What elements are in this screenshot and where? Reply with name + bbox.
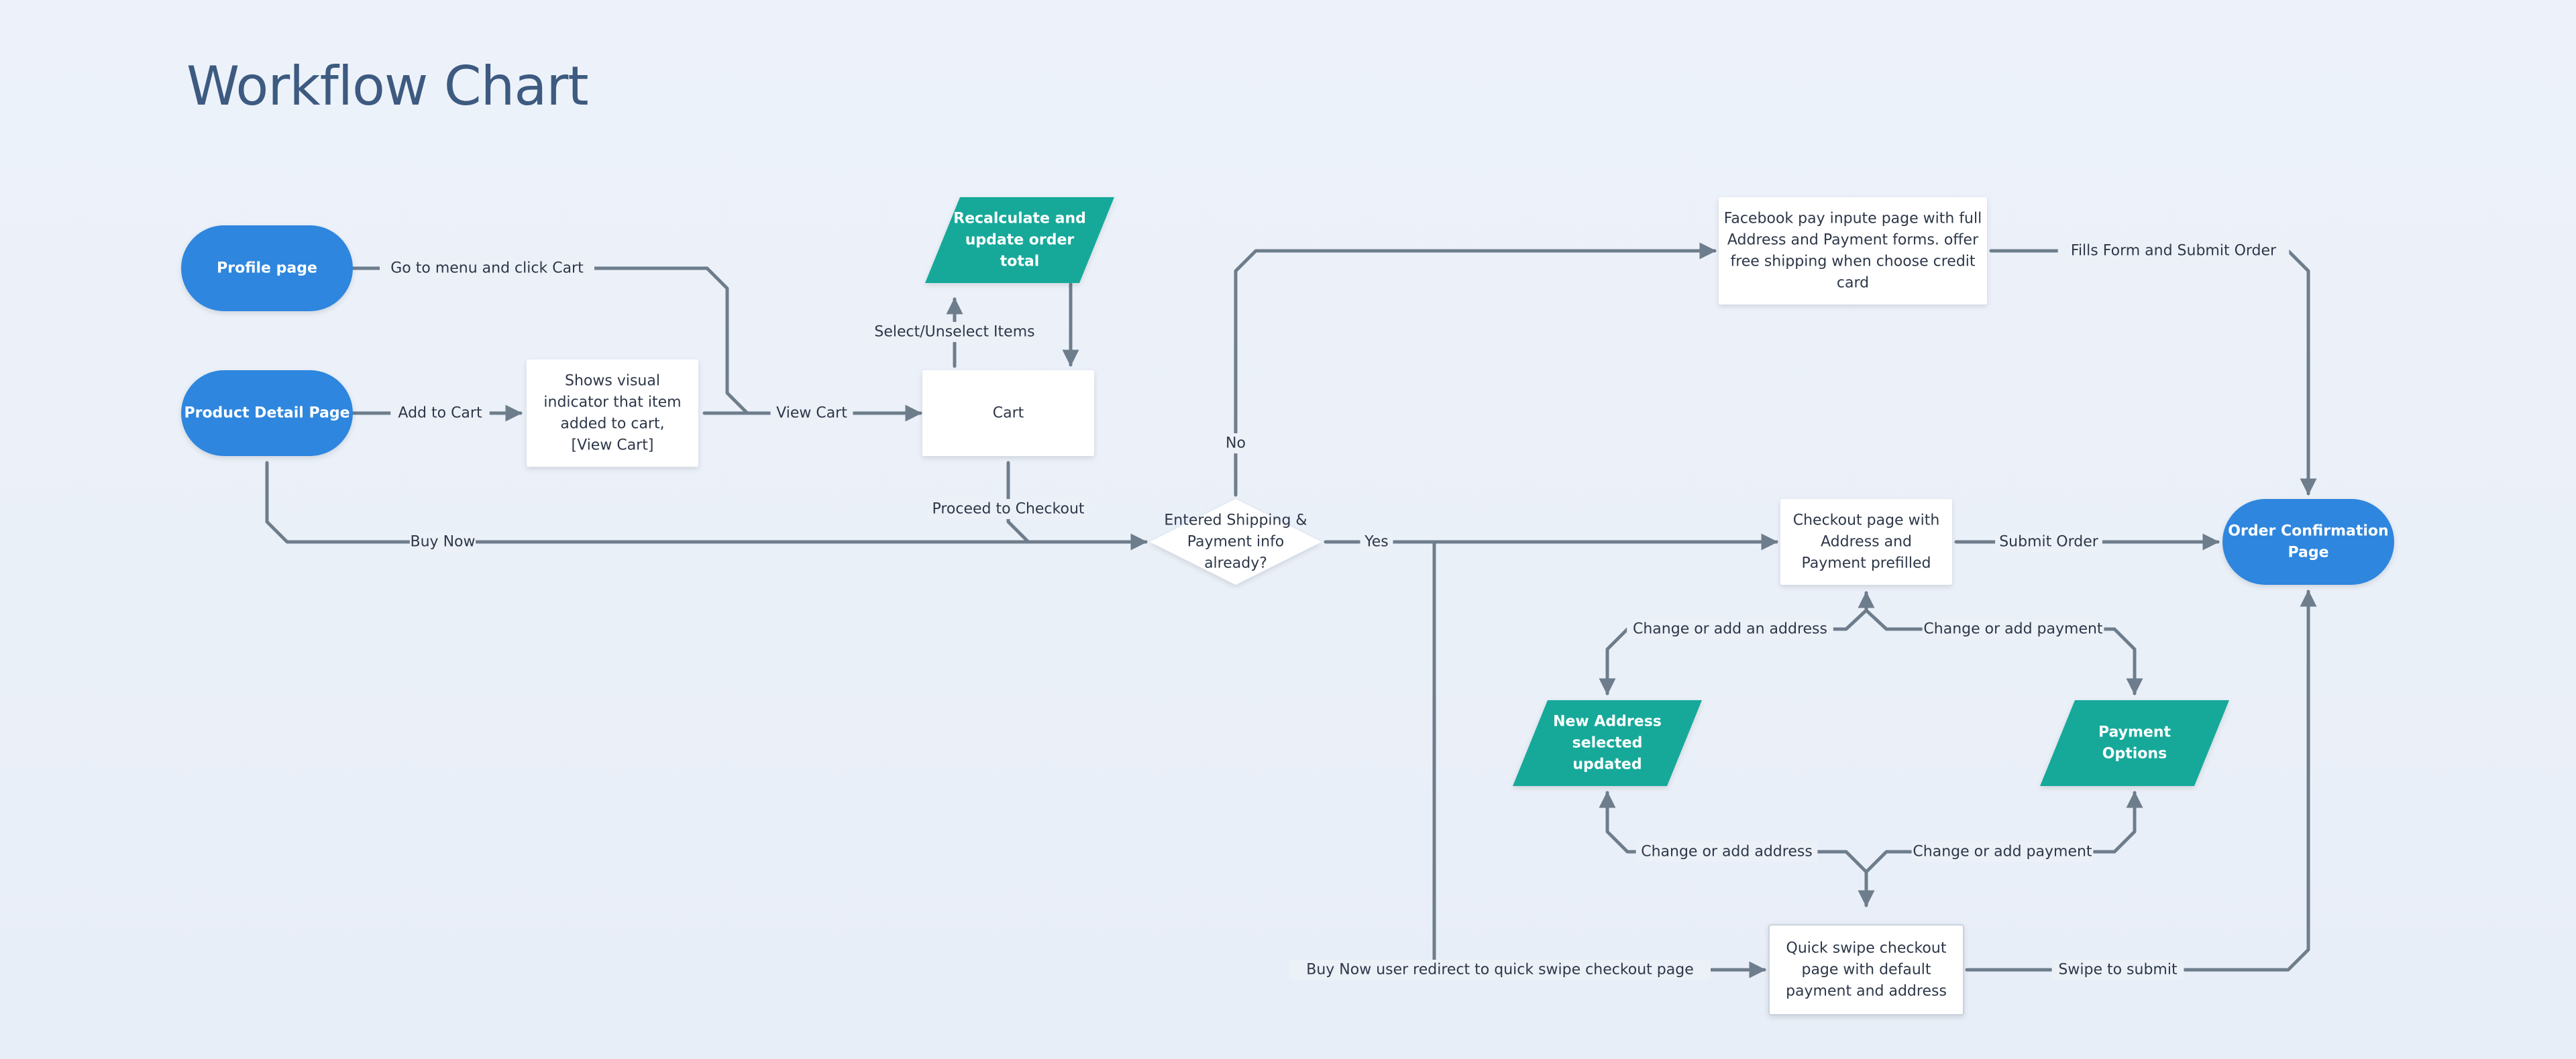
node-quickswipe-label-line: Quick swipe checkout [1786,940,1947,957]
node-profile-shape [181,225,353,311]
node-recalc-shape [925,197,1114,283]
node-cart-shape [922,370,1094,456]
edge-label-background [925,499,1091,519]
node-recalc[interactable]: Recalculate and update order total [925,197,1114,283]
node-product-label-line: Product Detail Page [184,405,350,422]
edge-label-proceed: Proceed to Checkout [932,501,1084,518]
edge-label-background [1635,842,1818,862]
node-quickswipe[interactable]: Quick swipe checkout page with default pay… [1768,924,1964,1015]
edge-label-background [1360,532,1393,552]
node-checkout-label-line: Address and [1821,534,1912,551]
fills-connector [1989,249,2317,496]
edge-label-background [2051,960,2184,980]
edge-label-change-pay-top: Change or add payment [1923,621,2103,638]
node-facebook-label-line: Facebook pay inpute page with full [1724,211,1982,227]
edge-label-background [1911,842,2094,862]
edge-label-background [1289,960,1711,980]
node-payopts-shape [2040,700,2229,786]
edge-label-buynow-redirect: Buy Now user redirect to quick swipe che… [1306,962,1694,979]
node-payopts-label-line: Options [2102,746,2167,763]
node-newaddr-shape [1513,700,1702,786]
edge-label-background [380,258,594,278]
node-newaddr-label-line: updated [1572,757,1642,773]
edge-label-background [1223,433,1248,453]
node-indicator-shape [527,359,698,467]
node-recalc-label-line: total [1000,254,1040,270]
edge-label-add-cart: Add to Cart [398,405,482,422]
edge-label-change-pay-bottom: Change or add payment [1913,844,2092,860]
node-payopts-label-line: Payment [2098,724,2171,741]
node-checkout-shape [1780,499,1952,585]
no-connector [1234,242,1717,497]
node-confirm-label-line: Order Confirmation [2228,523,2388,540]
page-title: Workflow Chart [186,55,589,117]
node-indicator-label-line: added to cart, [560,416,664,433]
edge-label-change-addr-bottom: Change or add address [1641,844,1813,860]
edge-label-select: Select/Unselect Items [874,324,1034,341]
node-confirm-shape [2222,499,2394,585]
edge-label-background [1627,619,1833,639]
edge-label-change-addr-top: Change or add an address [1633,621,1827,638]
node-indicator-label-line: Shows visual [565,373,660,390]
edge-label-background [390,403,490,423]
edge-label-background [409,532,476,552]
change-pay-top-connector [1864,608,2143,695]
edge-label-no: No [1226,435,1246,452]
node-decision[interactable]: Entered Shipping & Payment info already? [1150,499,1322,585]
node-facebook-label-line: Address and Payment forms. offer [1727,232,1979,249]
node-quickswipe-label-line: page with default [1801,962,1931,979]
node-decision-label-line: Entered Shipping & [1164,512,1307,529]
node-facebook[interactable]: Facebook pay inpute page with fullAddres… [1719,197,1987,304]
node-decision-label-line: already? [1204,555,1267,572]
node-cart[interactable]: Cart [922,370,1094,456]
node-facebook-shape [1719,197,1987,304]
node-indicator[interactable]: Shows visual indicator that item added to … [527,359,698,467]
node-recalc-label-line: update order [965,232,1075,249]
change-pay-bottom-connector [1864,791,2143,874]
edge-label-background [1995,532,2102,552]
node-confirm-label-line: Page [2288,545,2328,561]
edge-label-buy-now: Buy Now [411,534,476,551]
edge-label-background [863,322,1046,342]
edge-label-background [2057,241,2290,261]
edge-label-submit: Submit Order [1999,534,2099,551]
node-decision-label-line: Payment info [1187,534,1285,551]
node-indicator-label-line: [View Cart] [572,437,654,454]
node-decision-shape [1150,499,1322,585]
node-product-shape [181,370,353,456]
node-profile[interactable]: Profile page [181,225,353,311]
node-newaddr-label-line: New Address [1553,714,1662,730]
edge-label-background [1922,619,2104,639]
node-product[interactable]: Product Detail Page [181,370,353,456]
node-facebook-label-line: free shipping when choose credit [1730,254,1975,270]
edge-label-swipe: Swipe to submit [2058,962,2178,979]
edge-label-yes: Yes [1364,534,1389,551]
node-checkout-label-line: Payment prefilled [1802,555,1931,572]
node-indicator-label-line: indicator that item [543,394,681,411]
edge-label-view-cart: View Cart [776,405,847,422]
edge-label-fills: Fills Form and Submit Order [2071,243,2277,260]
buy-now-connector [265,461,1148,544]
node-profile-label-line: Profile page [217,260,317,277]
node-cart-label-line: Cart [993,405,1024,422]
node-newaddr-label-line: selected [1572,735,1643,752]
node-quickswipe-shape [1768,924,1964,1015]
node-newaddr[interactable]: New Address selected updated [1513,700,1702,786]
edge-label-goto-menu: Go to menu and click Cart [390,260,584,277]
change-addr-top-connector [1599,591,1875,695]
edge-label-background [770,403,853,423]
node-quickswipe-label-line: payment and address [1786,983,1947,1000]
node-recalc-label-line: Recalculate and [953,211,1086,227]
node-checkout-label-line: Checkout page with [1793,512,1940,529]
node-facebook-label-line: card [1837,275,1869,292]
